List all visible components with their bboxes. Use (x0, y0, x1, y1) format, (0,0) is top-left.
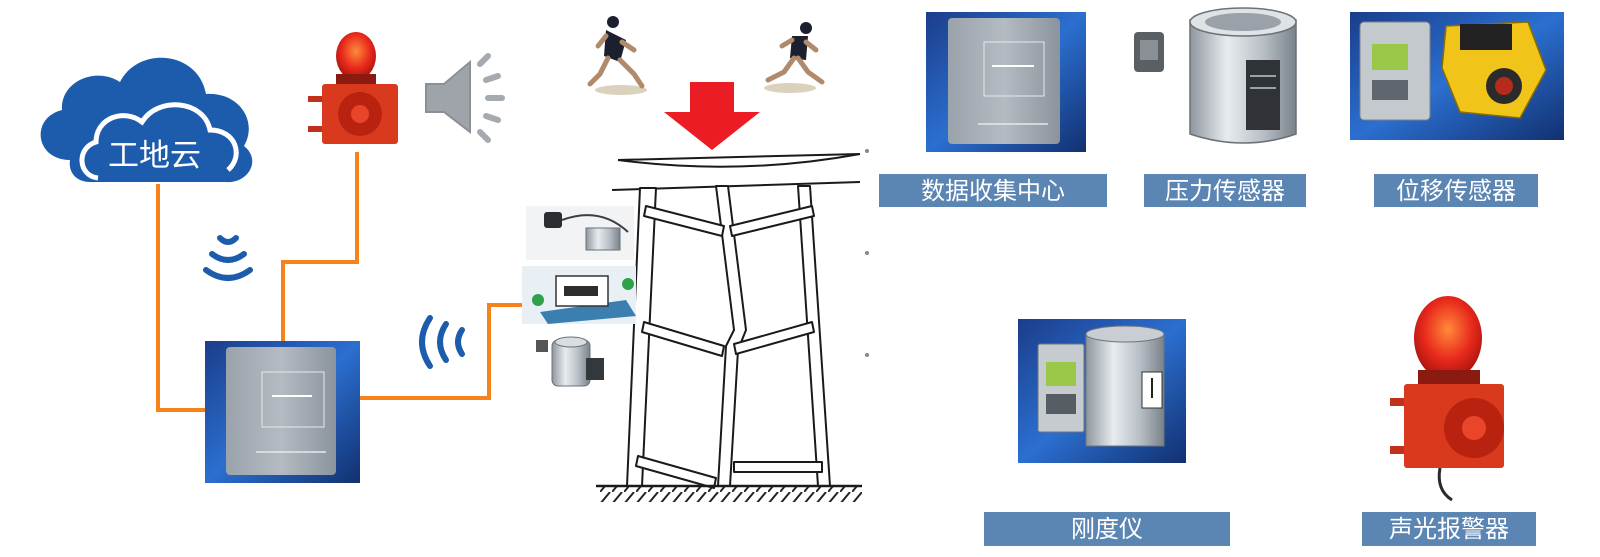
displacement-sensor-thumb (526, 206, 634, 260)
link-center-to-alarm (281, 152, 359, 345)
pressure-sensor-thumb (534, 332, 610, 394)
link-cloud-to-center (156, 184, 208, 412)
wireless-signal-icon (419, 315, 465, 369)
wireless-signal-icon (203, 235, 253, 281)
label-stiffness-meter: 刚度仪 (984, 512, 1230, 546)
label-data-center: 数据收集中心 (879, 174, 1107, 207)
stiffness-meter-product-image (1018, 319, 1186, 463)
link-lines (156, 152, 524, 412)
alarm-product-image (1390, 296, 1504, 502)
displacement-sensor-product-image (1350, 12, 1564, 140)
down-arrow-icon (664, 82, 760, 150)
edge-markers (865, 149, 869, 357)
running-person-icon (764, 22, 825, 93)
tilt-sensor-thumb (522, 266, 636, 324)
data-center-device-image (205, 341, 360, 483)
pressure-sensor-product-image (1134, 7, 1297, 144)
speaker-icon (425, 53, 505, 143)
label-alarm: 声光报警器 (1362, 512, 1536, 546)
running-person-icon (587, 16, 647, 95)
alarm-light-icon (308, 32, 398, 144)
data-center-product-image (926, 12, 1086, 152)
label-pressure-sensor: 压力传感器 (1144, 174, 1306, 207)
link-center-to-sensors (360, 303, 524, 400)
cloud-label: 工地云 (108, 138, 201, 174)
scaffold-structure-drawing (596, 153, 862, 502)
cloud-icon (40, 57, 253, 183)
label-displacement-sensor: 位移传感器 (1374, 174, 1538, 207)
